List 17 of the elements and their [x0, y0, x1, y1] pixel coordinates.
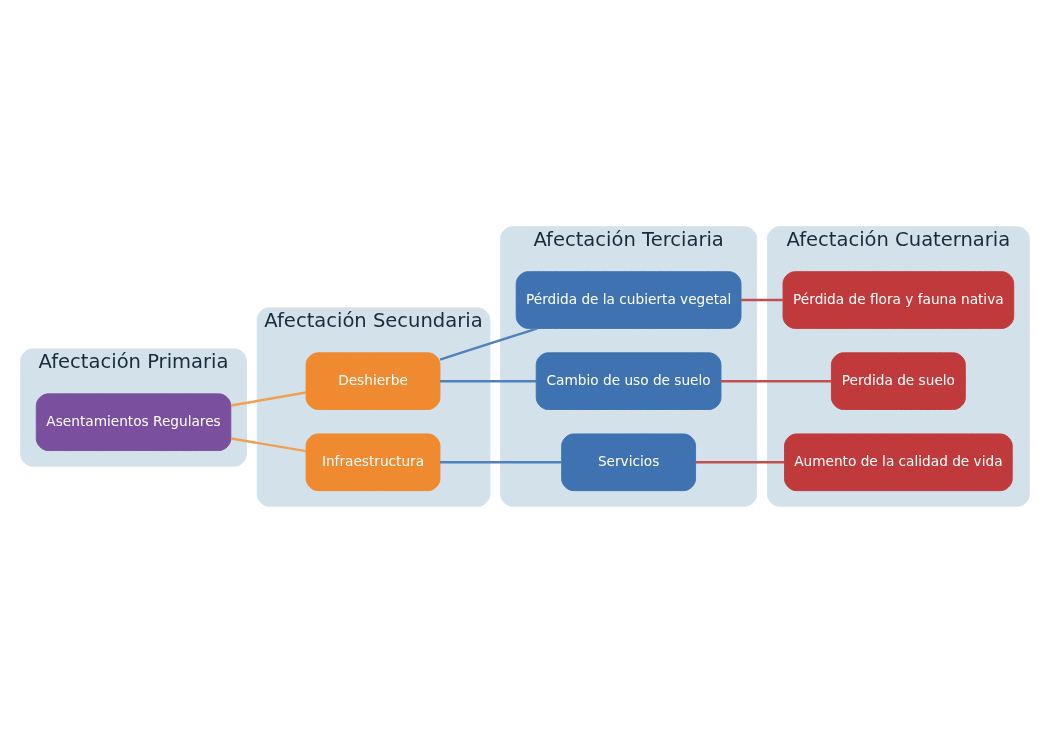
connector [230, 391, 307, 407]
node-box: Infraestructura [305, 433, 441, 492]
node-box: Servicios [561, 433, 697, 492]
connector [439, 379, 537, 383]
node-box: Deshierbe [305, 352, 441, 410]
node-box: Perdida de suelo [830, 352, 966, 410]
node-box: Pérdida de flora y fauna nativa [782, 271, 1015, 329]
node-box: Pérdida de la cubierta vegetal [515, 271, 742, 329]
connector [721, 379, 832, 383]
node-box: Asentamientos Regulares [35, 393, 232, 452]
connector [230, 437, 307, 453]
connector [439, 327, 538, 361]
connector [741, 298, 783, 302]
connector [695, 461, 785, 464]
node-box: Aumento de la calidad de vida [784, 433, 1013, 492]
connector [439, 461, 562, 464]
node-box: Cambio de uso de suelo [535, 352, 722, 410]
